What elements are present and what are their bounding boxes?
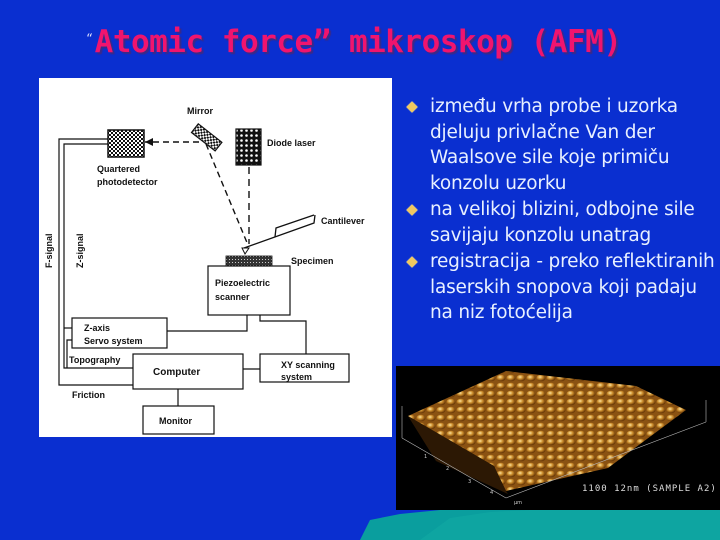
diode-laser-icon <box>235 128 262 166</box>
label-friction: Friction <box>72 390 105 400</box>
computer-box <box>132 353 244 390</box>
axis-tick: 4 <box>490 490 493 496</box>
specimen-icon <box>225 255 273 267</box>
bullet-list: između vrha probe i uzorka djeluju privl… <box>404 94 720 327</box>
label-piezo-2: scanner <box>215 292 250 302</box>
bullet-item: na velikoj blizini, odbojne sile savijaj… <box>404 197 720 248</box>
piezo-scanner-box <box>207 265 291 316</box>
teal-wave-decoration <box>360 500 720 540</box>
title-area: “ Atomic force” mikroskop (AFM) <box>86 24 622 74</box>
label-diode-laser: Diode laser <box>267 138 316 148</box>
axis-tick: 3 <box>468 479 471 485</box>
afm-caption: 1100 12nm (SAMPLE A2) <box>582 484 717 494</box>
axis-tick: 1 <box>424 454 427 460</box>
monitor-box <box>142 405 215 435</box>
bullet-text: na velikoj blizini, odbojne sile savijaj… <box>430 199 695 246</box>
xy-scanning-box <box>259 353 350 383</box>
slide-title: Atomic force” mikroskop (AFM) <box>94 24 622 60</box>
diamond-bullet-icon <box>406 256 418 268</box>
bullet-item: registracija - preko reflektiranih laser… <box>404 249 720 326</box>
bullet-item: između vrha probe i uzorka djeluju privl… <box>404 94 720 196</box>
label-servo: Servo system <box>84 336 143 346</box>
bullet-text: između vrha probe i uzorka djeluju privl… <box>430 96 678 194</box>
label-z-signal: Z-signal <box>75 233 85 268</box>
diamond-bullet-icon <box>406 101 418 113</box>
label-xy-2: system <box>281 372 312 382</box>
label-xy-1: XY scanning <box>281 360 335 370</box>
label-mirror: Mirror <box>187 106 214 116</box>
label-z-axis: Z-axis <box>84 323 110 333</box>
photodetector-icon <box>107 129 145 158</box>
label-photodetector: photodetector <box>97 177 158 187</box>
mirror-icon <box>190 122 223 152</box>
label-topography: Topography <box>69 355 120 365</box>
afm-schematic-diagram: Quartered photodetector Mirror Diode las… <box>39 78 392 437</box>
bullet-text: registracija - preko reflektiranih laser… <box>430 251 715 323</box>
label-specimen: Specimen <box>291 256 334 266</box>
label-f-signal: F-signal <box>44 233 54 268</box>
label-quartered: Quartered <box>97 164 140 174</box>
cantilever-icon <box>241 214 316 255</box>
servo-system-box <box>71 317 168 349</box>
label-cantilever: Cantilever <box>321 216 365 226</box>
label-piezo-1: Piezoelectric <box>215 278 270 288</box>
afm-surface-image: 1 2 3 4 µm 1100 12nm (SAMPLE A2) <box>396 366 720 510</box>
axis-tick: 2 <box>446 466 449 472</box>
title-open-quote: “ <box>86 32 93 47</box>
label-monitor: Monitor <box>159 416 192 426</box>
diamond-bullet-icon <box>406 204 418 216</box>
axis-tick: µm <box>514 500 522 506</box>
label-computer: Computer <box>153 367 200 378</box>
